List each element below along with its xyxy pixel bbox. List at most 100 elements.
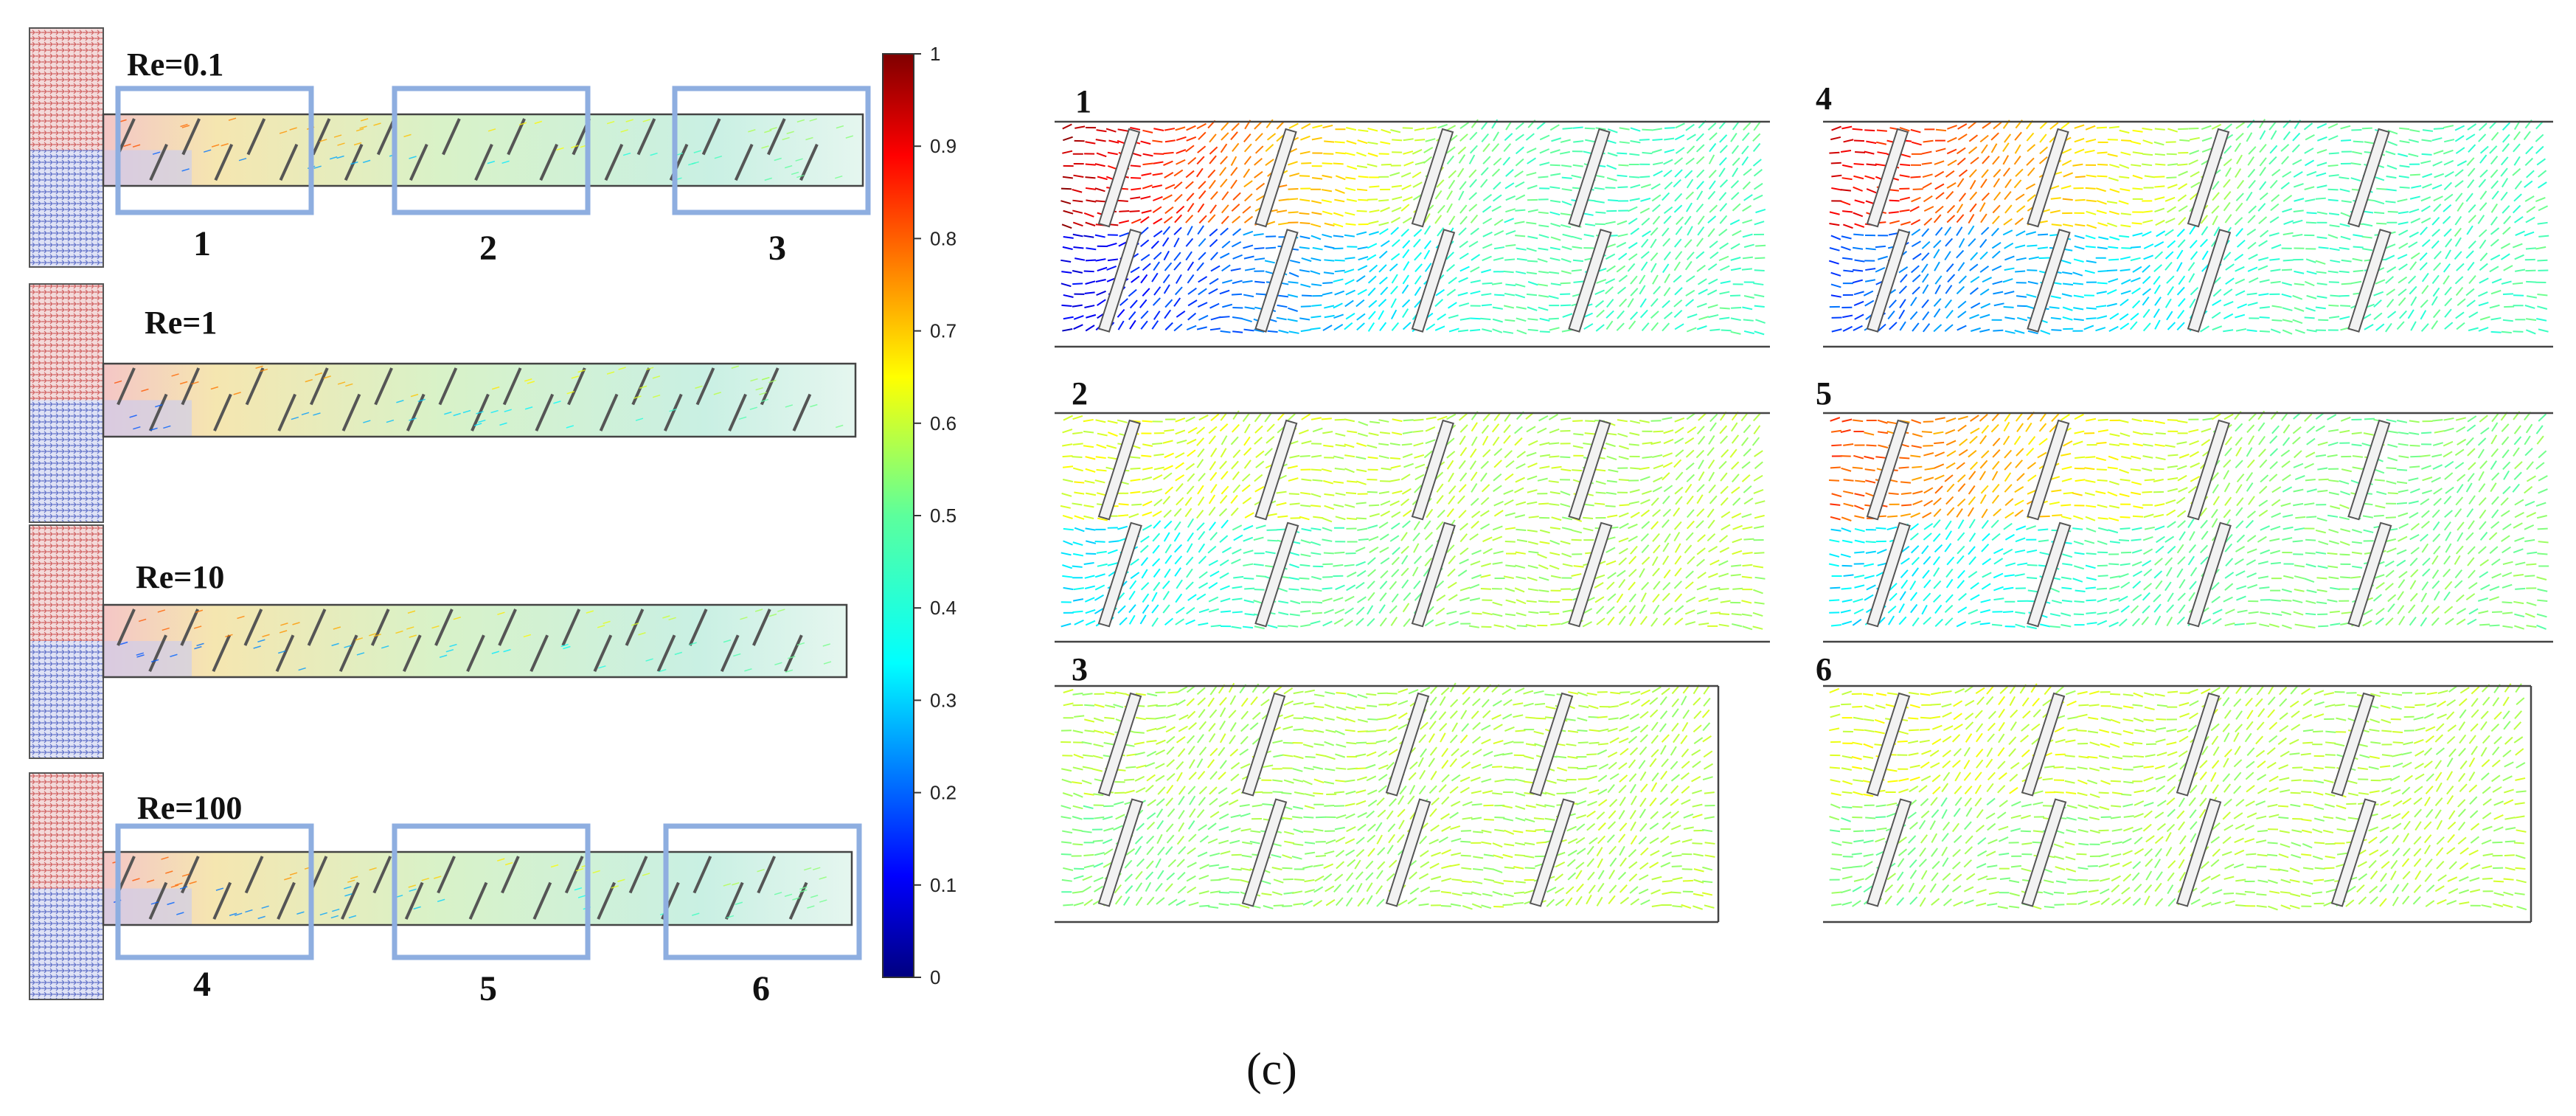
flow-arrow [2154,319,2161,330]
flow-arrow [1555,887,1565,894]
flow-arrow [1412,430,1423,433]
flow-arrow [237,615,245,620]
flow-arrow [1178,846,1187,855]
baffle [728,393,747,432]
flow-arrow [1094,479,1105,484]
flow-arrow [1289,613,1300,617]
flow-arrow [119,641,128,645]
flow-arrow [1108,432,1118,437]
flow-arrow [1367,491,1378,493]
flow-arrow [1186,607,1195,615]
flow-arrow [2490,131,2499,141]
flow-arrow [1244,268,1256,271]
flow-arrow [1594,596,1605,603]
flow-arrow [2142,127,2153,131]
flow-arrow [1256,575,1267,578]
flow-arrow [1979,238,1987,249]
flow-arrow [1459,786,1470,794]
flow-arrow [1084,718,1095,723]
flow-arrow [1640,899,1650,906]
flow-arrow [1130,266,1140,274]
flow-arrow [1504,182,1515,190]
flow-arrow [1311,283,1322,287]
flow-arrow [1732,121,1740,131]
flow-arrow [1152,297,1161,306]
flow-arrow [1299,455,1310,457]
flow-arrow [1288,271,1299,278]
flow-arrow [1243,460,1251,469]
flow-arrow [1186,875,1196,882]
flow-arrow [1538,502,1549,505]
flow-arrow [360,118,369,122]
flow-arrow [1402,453,1413,458]
flow-arrow [1619,445,1630,450]
flow-arrow [1153,218,1163,225]
flow-arrow [344,893,353,897]
baffle [2187,229,2232,333]
flow-arrow [1583,233,1594,238]
flow-arrow [1473,831,1484,833]
flow-arrow [1720,280,1731,284]
flow-arrow [2153,308,2160,319]
flow-arrow [1629,198,1640,201]
flow-arrow [1650,226,1659,236]
flow-arrow [1366,775,1377,782]
flow-arrow [2443,149,2454,155]
flow-arrow [1324,305,1335,309]
flow-arrow [1243,180,1253,188]
flow-arrow [1619,127,1630,131]
flow-arrow [1153,195,1163,201]
flow-arrow [1355,456,1367,460]
flow-arrow [1313,899,1323,907]
flow-arrow [1528,550,1539,554]
flow-arrow [1398,819,1405,830]
flow-arrow [1683,813,1694,819]
flow-arrow [1140,140,1151,145]
flow-arrow [527,381,535,384]
flow-arrow [2246,228,2257,236]
flow-arrow [1743,243,1754,249]
flow-arrow [2408,139,2419,143]
flow-arrow [2490,317,2502,321]
flow-arrow [1083,561,1094,566]
flow-arrow [1303,715,1314,720]
flow-arrow [1492,601,1503,606]
flow-arrow [1355,606,1365,615]
flow-arrow [2478,122,2488,131]
flow-arrow [1283,714,1294,719]
flow-arrow [1968,134,1979,142]
flow-arrow [1412,532,1420,541]
flow-arrow [1704,816,1715,819]
flow-arrow [501,160,510,164]
flow-arrow [1209,685,1218,696]
flow-arrow [2177,309,2185,319]
flow-arrow [1619,774,1628,783]
flow-arrow [1380,569,1389,579]
flow-arrow [2316,172,2327,177]
flow-arrow [1459,547,1469,555]
flow-arrow [1526,172,1537,176]
flow-arrow [1336,716,1347,721]
flow-arrow [337,142,345,146]
flow-arrow [1741,613,1752,617]
flow-arrow [1673,179,1681,188]
flow-arrow [1093,793,1104,797]
flow-arrow [296,911,305,915]
flow-arrow [1473,868,1484,871]
zoom-box-number-3: 3 [768,229,786,268]
flow-arrow [1094,594,1104,601]
flow-arrow [1240,710,1249,720]
flow-arrow [1618,512,1629,518]
flow-arrow [1448,555,1457,565]
flow-arrow [1325,768,1336,772]
flow-arrow [1251,737,1261,745]
flow-arrow [1515,881,1526,884]
flow-arrow [1588,704,1599,710]
flow-arrow [1471,891,1482,896]
flow-arrow [1969,313,1979,319]
flow-arrow [1135,716,1146,721]
flow-arrow [1451,878,1462,881]
flow-arrow [2306,170,2317,176]
flow-arrow [1696,494,1704,505]
flow-arrow [1515,294,1526,299]
